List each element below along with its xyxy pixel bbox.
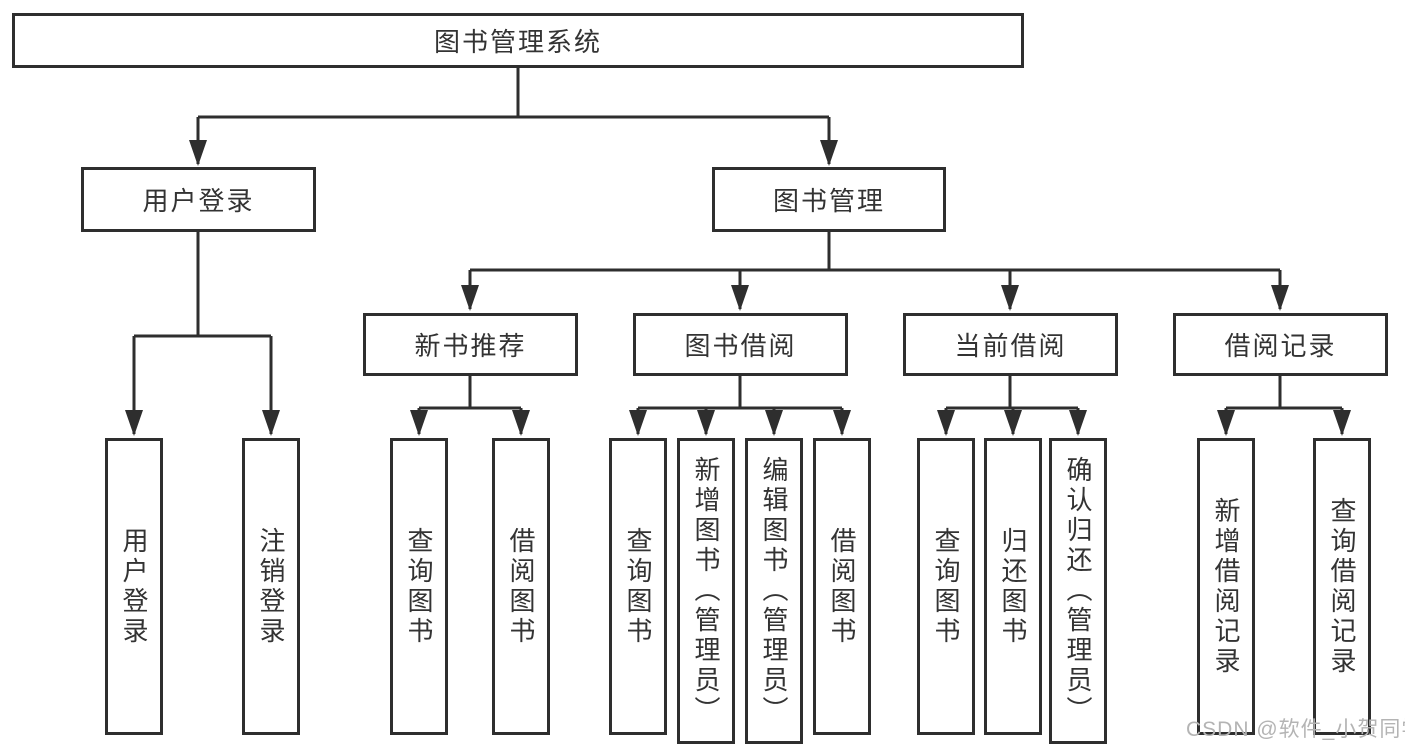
node-label: 新增借阅记录 [1211, 496, 1241, 677]
node-label: 确认归还（管理员） [1063, 456, 1093, 726]
node-label: 新书推荐 [414, 331, 527, 361]
node-label: 借阅图书 [827, 526, 857, 647]
leaf-add-borrow-record: 新增借阅记录 [1197, 438, 1255, 735]
leaf-user-login: 用户登录 [105, 438, 163, 735]
node-new-book-recommendation: 新书推荐 [363, 313, 578, 376]
leaf-confirm-return-admin: 确认归还（管理员） [1049, 438, 1107, 744]
node-label: 查询图书 [931, 526, 961, 647]
leaf-query-books-borrow: 查询图书 [609, 438, 667, 735]
node-label: 查询图书 [623, 526, 653, 647]
node-label: 新增图书（管理员） [691, 456, 721, 726]
csdn-watermark: CSDN @软件_小贺同学 [1186, 718, 1405, 741]
leaf-logout: 注销登录 [242, 438, 300, 735]
node-label: 用户登录 [119, 526, 149, 647]
node-label: 编辑图书（管理员） [759, 456, 789, 726]
leaf-query-borrow-record: 查询借阅记录 [1313, 438, 1371, 735]
node-label: 用户登录 [142, 186, 255, 216]
node-label: 归还图书 [998, 526, 1028, 647]
node-label: 图书借阅 [684, 331, 797, 361]
node-user-login-branch: 用户登录 [81, 167, 316, 232]
leaf-add-books-admin: 新增图书（管理员） [677, 438, 735, 744]
leaf-borrow-books-recommend: 借阅图书 [492, 438, 550, 735]
node-label: 查询借阅记录 [1327, 496, 1357, 677]
leaf-edit-books-admin: 编辑图书（管理员） [745, 438, 803, 744]
node-label: 图书管理 [772, 186, 885, 216]
node-current-borrowing: 当前借阅 [903, 313, 1118, 376]
node-book-management-branch: 图书管理 [712, 167, 946, 232]
node-label: 图书管理系统 [433, 27, 602, 57]
leaf-borrow-books: 借阅图书 [813, 438, 871, 735]
node-book-borrowing: 图书借阅 [633, 313, 848, 376]
leaf-query-books-recommend: 查询图书 [390, 438, 448, 735]
node-borrowing-records: 借阅记录 [1173, 313, 1388, 376]
leaf-query-books-current: 查询图书 [917, 438, 975, 735]
node-label: 注销登录 [256, 526, 286, 647]
node-label: 查询图书 [404, 526, 434, 647]
node-label: 借阅记录 [1224, 331, 1337, 361]
node-label: 当前借阅 [954, 331, 1067, 361]
node-library-management-system: 图书管理系统 [12, 13, 1024, 68]
node-label: 借阅图书 [506, 526, 536, 647]
leaf-return-books: 归还图书 [984, 438, 1042, 735]
